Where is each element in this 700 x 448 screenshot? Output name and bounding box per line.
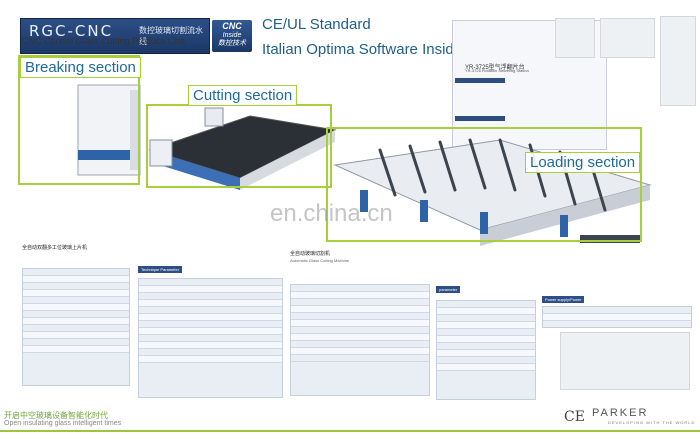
parker-tagline: DEVELOPING WITH THE WORLD [608,420,696,425]
footer-divider [0,430,700,432]
cutter-param-table [290,284,430,396]
loading-section-frame [326,127,642,242]
loader-title: 全自动双翻多工位玻璃上片机 [22,245,88,251]
cutting-section-label: Cutting section [188,85,298,106]
ce-mark: CE [564,409,585,425]
cnc-inside-badge: CNC Inside 数控技术 [212,20,252,52]
breaking-machine [77,84,141,176]
tech-param-tag: Technique Parameter [138,266,183,273]
breaking-section-label: Breaking section [20,57,141,78]
headline-software: Italian Optima Software Inside [262,41,463,58]
cutter-subtitle: Automatic Glass Cutting Machine [290,258,350,263]
machine-thumbnail [600,18,655,58]
spec-table-header [455,116,505,121]
badge-line-3: 数控技术 [218,40,246,47]
production-line-photo [560,332,690,390]
badge-line-2: Inside [222,32,242,39]
cutter-title: 全自动玻璃切割机 [290,251,331,257]
footer-slogan-en: Open insulating glass intelligent times [4,420,122,427]
product-line-subtitle: CNC Control Glass Cutting Produce Line [22,36,186,46]
headline-standard: CE/UL Standard [262,16,371,33]
cutting-table [148,107,337,190]
loading-section-label: Loading section [525,152,641,173]
production-line-illustration [77,84,652,246]
power-supply-tag: Power supply/Power [542,296,585,303]
param-table [436,300,536,400]
parker-brand: PARKER [592,407,649,419]
spec-sheet-title: YR-3725型气浮翻片台 [465,65,525,71]
logo-chinese-text: 数控玻璃切割流水线 [139,26,203,46]
breaking-section-frame [18,55,140,185]
machine-thumbnail [660,16,696,106]
spec-table-header [455,78,505,83]
machine-thumbnail [555,18,595,58]
watermark: en.china.cn [270,200,393,227]
cutting-section-frame [146,104,332,188]
badge-line-1: CNC [222,21,242,31]
tech-param-table [138,278,283,398]
logo-text: RGC-CNC [29,22,114,40]
footer-slogan-cn: 开启中空玻璃设备智能化时代 [4,411,108,420]
param-tag: parameter [436,286,461,293]
loader-param-table [22,268,130,386]
spec-sheet-subtitle: YR-3725 Flotation Swiveling Station [465,68,529,73]
brand-logo: RGC-CNC 数控玻璃切割流水线 [20,18,210,54]
power-supply-table [542,306,692,328]
